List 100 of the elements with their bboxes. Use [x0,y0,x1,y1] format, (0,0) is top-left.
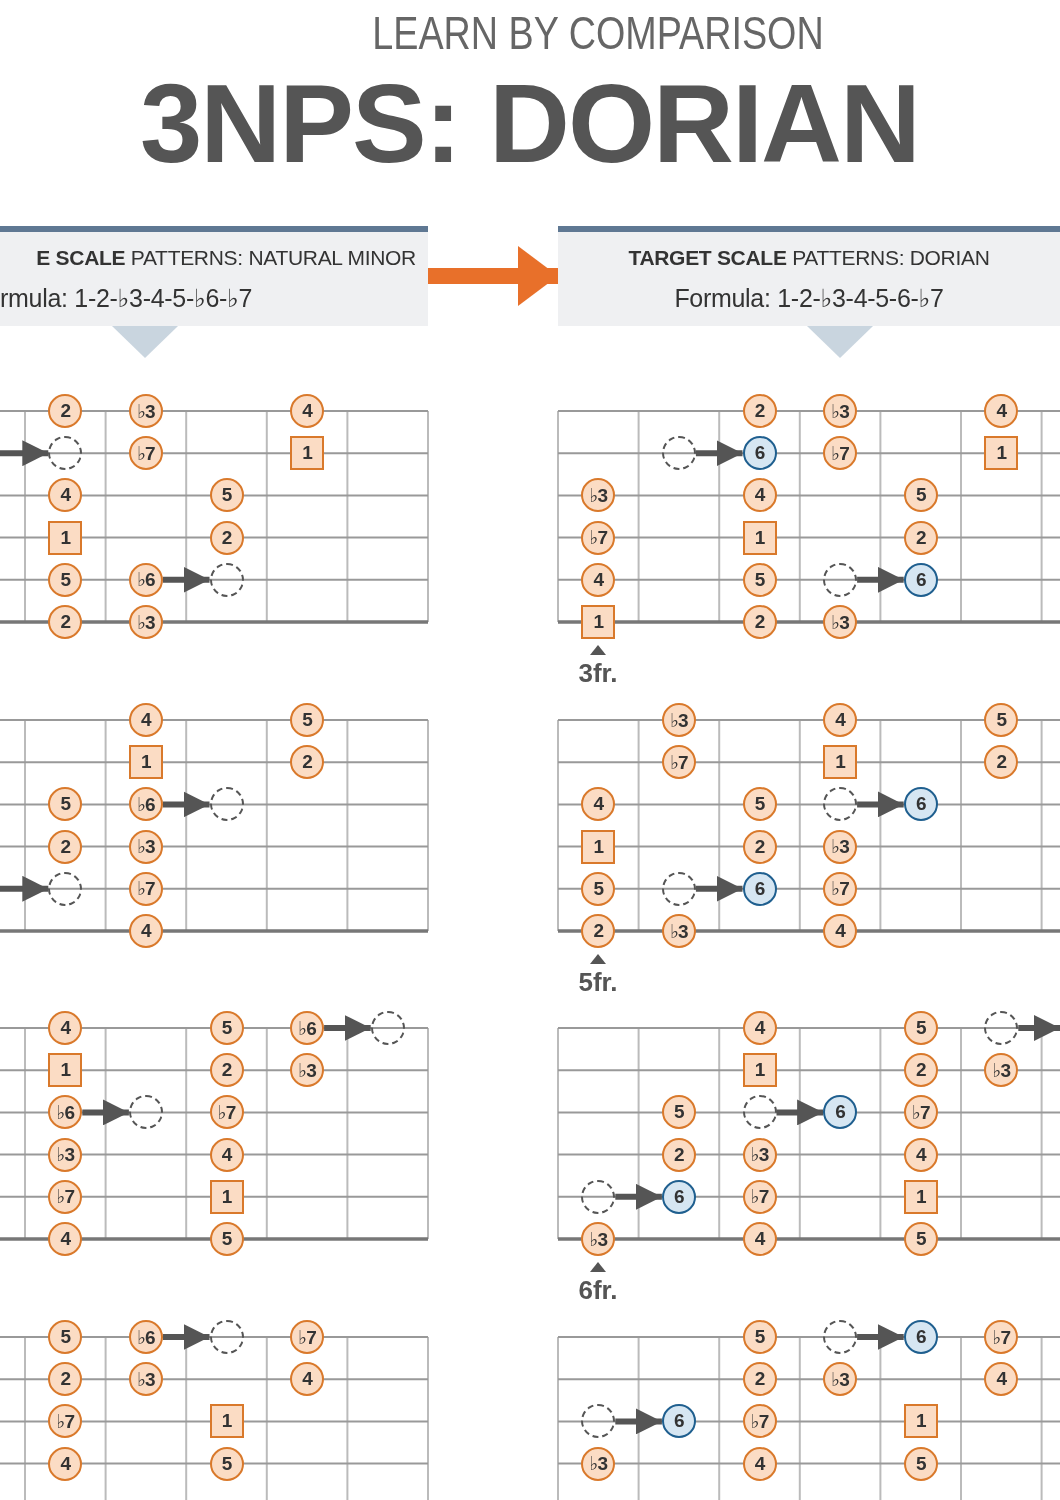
empty-dashed-circle [823,562,858,597]
note-circle: 2 [984,745,1019,780]
note-circle: 5 [209,1446,244,1481]
note-circle: 5 [209,478,244,513]
note-circle: 4 [581,562,616,597]
formula-text: Formula: 1-2-♭3-4-5-6-♭7 [674,284,944,313]
note-circle: 2 [742,1362,777,1397]
fret-number-label: 6fr. [578,1275,618,1306]
note-circle: 5 [903,1222,938,1256]
note-circle: ♭3 [823,605,858,639]
subtitle: LEARN BY COMPARISON [372,6,824,60]
note-circle: 2 [742,605,777,639]
note-circle: 5 [742,787,777,822]
note-circle: 4 [742,1011,777,1045]
note-circle: 5 [742,562,777,597]
note-circle: 4 [128,703,163,737]
note-circle: ♭6 [128,1320,163,1354]
empty-dashed-circle [984,1011,1019,1045]
note-circle: 2 [903,520,938,555]
empty-dashed-circle [742,1095,777,1130]
arrow [857,566,904,593]
note-circle: 4 [290,1362,325,1397]
scale-header-panel [0,226,428,326]
note-circle: ♭7 [742,1179,777,1214]
note-circle: 4 [823,914,858,948]
note-circle: 5 [48,1320,83,1354]
note-circle: ♭7 [581,520,616,555]
target-note-circle: 6 [742,436,777,471]
arrow [695,440,743,467]
note-circle: ♭7 [984,1320,1019,1354]
arrow [428,246,558,306]
note-circle: 4 [209,1137,244,1172]
scale-header-panel [558,226,1060,326]
empty-dashed-circle [661,436,696,471]
empty-dashed-circle [823,787,858,822]
target-note-circle: 6 [903,1320,938,1354]
arrow [695,875,743,902]
note-circle: 2 [742,394,777,428]
fret-number-label: 5fr. [578,967,618,998]
note-circle: 2 [48,1362,83,1397]
target-note-circle: 6 [661,1404,696,1439]
note-circle: ♭7 [742,1404,777,1439]
note-circle: 5 [903,1446,938,1481]
root-note-square: 1 [742,1053,777,1088]
note-circle: 2 [48,605,83,639]
arrow [324,1015,371,1041]
arrow [857,791,904,818]
note-circle: 2 [742,829,777,864]
arrow [615,1183,662,1210]
formula-text: rmula: 1-2-♭3-4-5-♭6-♭7 [0,284,253,313]
arrow [0,440,49,467]
root-note-square: 1 [903,1179,938,1214]
note-circle: 4 [984,1362,1019,1397]
note-circle: 4 [742,1446,777,1481]
note-circle: ♭3 [742,1137,777,1172]
note-circle: ♭7 [48,1404,83,1439]
empty-dashed-circle [661,871,696,906]
note-circle: ♭6 [128,787,163,822]
arrow [162,566,210,593]
note-circle: ♭3 [661,703,696,737]
arrow [776,1099,824,1126]
target-note-circle: 6 [742,871,777,906]
note-circle: 4 [48,1222,83,1256]
arrow [0,875,49,902]
root-note-square: 1 [742,520,777,555]
note-circle: ♭7 [903,1095,938,1130]
note-circle: 4 [742,478,777,513]
root-note-square: 1 [823,745,858,780]
note-circle: ♭3 [661,914,696,948]
note-circle: 5 [48,562,83,597]
note-circle: 4 [903,1137,938,1172]
note-circle: 2 [661,1137,696,1172]
empty-dashed-circle [581,1179,616,1214]
arrow [615,1408,662,1435]
empty-dashed-circle [823,1320,858,1354]
note-circle: ♭6 [48,1095,83,1130]
empty-dashed-circle [370,1011,405,1045]
note-circle: ♭3 [823,1362,858,1397]
note-circle: 4 [48,1446,83,1481]
arrow [857,1324,904,1350]
target-note-circle: 6 [823,1095,858,1130]
note-circle: ♭3 [48,1137,83,1172]
note-circle: ♭3 [128,829,163,864]
note-circle: ♭7 [128,436,163,471]
heading-text: E SCALE PATTERNS: NATURAL MINOR [36,246,416,270]
arrow [1018,1015,1060,1041]
note-circle: ♭3 [823,394,858,428]
note-circle: 5 [290,703,325,737]
note-circle: 2 [581,914,616,948]
empty-dashed-circle [209,562,244,597]
root-note-square: 1 [209,1179,244,1214]
note-circle: ♭6 [290,1011,325,1045]
note-circle: ♭7 [661,745,696,780]
root-note-square: 1 [290,436,325,471]
note-circle: 5 [581,871,616,906]
note-circle: ♭7 [290,1320,325,1354]
note-circle: 5 [209,1222,244,1256]
note-circle: 2 [48,394,83,428]
note-circle: ♭3 [290,1053,325,1088]
note-circle: ♭3 [984,1053,1019,1088]
